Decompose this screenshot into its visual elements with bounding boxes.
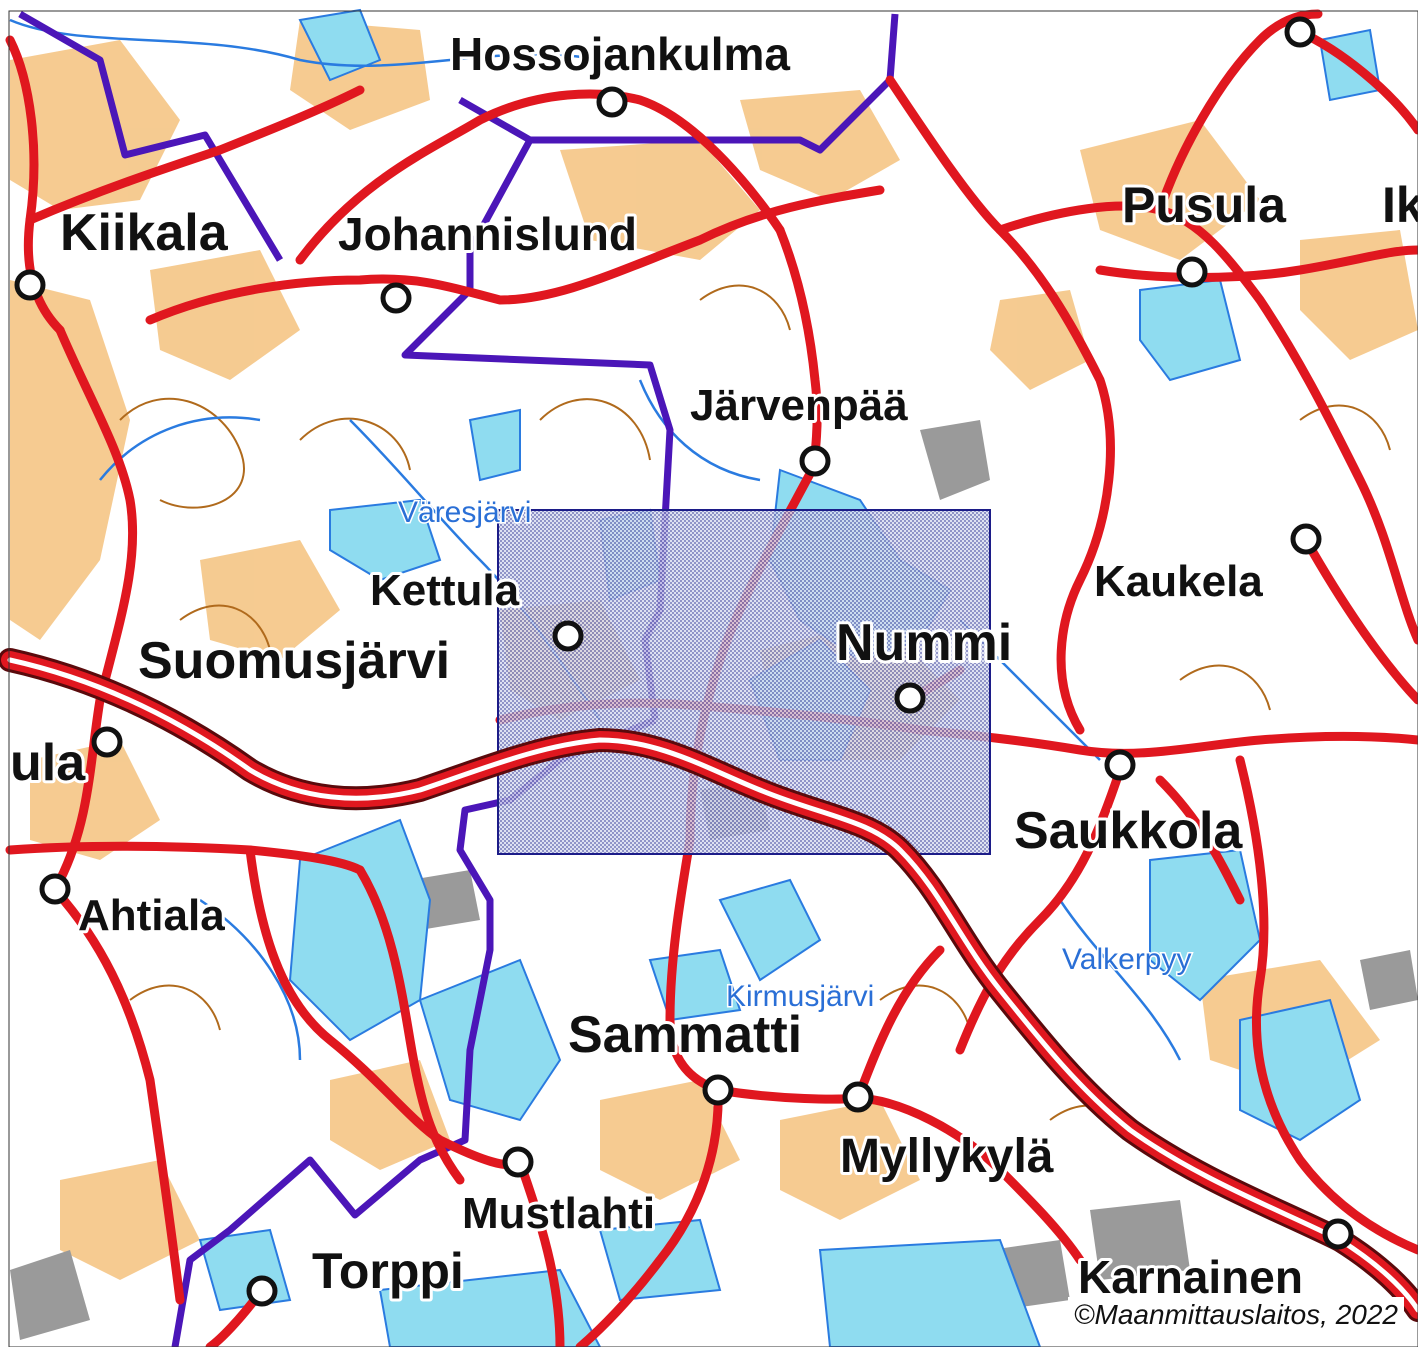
lake-label: Väresjärvi [398,496,531,529]
place-label: Myllykylä [840,1130,1054,1183]
lake-labels: Väresjärvi Kirmusjärvi Valkerpyy [397,495,1194,1015]
place-label: Karnainen [1078,1251,1303,1303]
village-marker [246,1275,278,1307]
motorway [0,648,1418,1322]
village-marker [380,282,412,314]
place-label: Nummi [836,614,1012,672]
contour-lines [119,284,1391,1151]
village-marker [596,86,628,118]
village-marker [552,620,584,652]
lake-label: Valkerpyy [1062,943,1192,976]
village-marker [1104,749,1136,781]
place-label: Pusula [1122,177,1287,233]
place-label: Saukkola [1014,802,1243,860]
place-label: Ik [1382,177,1418,233]
place-label: Kiikala [60,204,229,262]
village-marker [39,873,71,905]
place-label: ula [10,734,86,792]
highlight-area [497,509,991,855]
place-label: Kettula [370,566,520,615]
place-label: Torppi [312,1243,464,1299]
place-label: Hossojankulma [450,28,790,80]
map-frame [8,10,1418,1347]
village-marker [14,269,46,301]
village-marker [842,1081,874,1113]
place-label: Sammatti [568,1006,802,1064]
village-markers [14,16,1354,1307]
place-label: Mustlahti [462,1189,655,1238]
place-label: Kaukela [1094,557,1263,606]
village-marker [91,726,123,758]
village-marker [1284,16,1316,48]
village-marker [1176,256,1208,288]
place-label: Johannislund [338,208,637,260]
place-label: Ahtiala [78,891,225,940]
village-marker [799,445,831,477]
village-marker [1322,1218,1354,1250]
village-marker [894,682,926,714]
copyright-notice: ©Maanmittauslaitos, 2022 [1067,1297,1404,1333]
place-label: Järvenpää [690,381,908,430]
place-label: Suomusjärvi [138,632,450,690]
lake-label: Kirmusjärvi [726,980,874,1013]
village-marker [1290,523,1322,555]
village-marker [502,1146,534,1178]
village-marker [702,1074,734,1106]
place-labels: Hossojankulma Kiikala Johannislund Pusul… [7,25,1418,1306]
